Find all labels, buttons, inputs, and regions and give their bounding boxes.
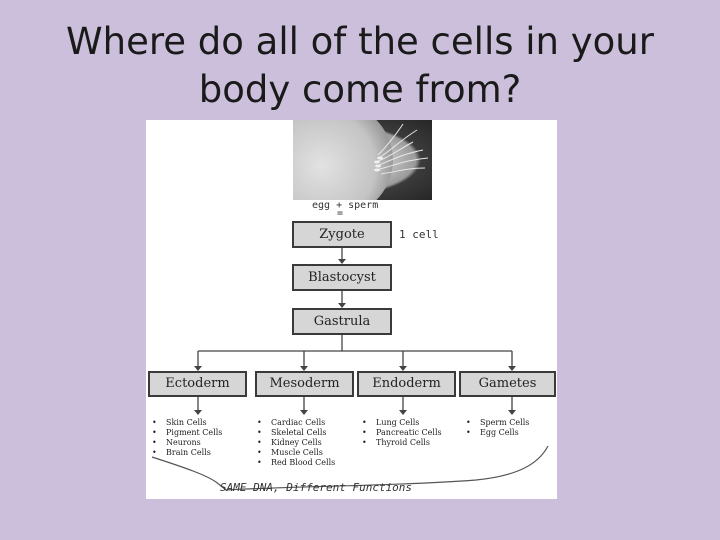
- list-item: Kidney Cells: [257, 438, 335, 448]
- list-item: Neurons: [152, 438, 222, 448]
- egg-sperm-photo: [293, 120, 432, 200]
- list-item: Egg Cells: [466, 428, 529, 438]
- gametes-label: Gametes: [478, 376, 537, 391]
- gametes-box: Gametes: [459, 371, 556, 397]
- ectoderm-cell-list: Skin Cells Pigment Cells Neurons Brain C…: [152, 418, 222, 458]
- blastocyst-box: Blastocyst: [292, 264, 392, 291]
- gastrula-label: Gastrula: [313, 314, 371, 329]
- cell-origin-diagram: egg + sperm =: [146, 120, 557, 499]
- photo-caption: egg + sperm: [312, 200, 379, 211]
- mesoderm-cell-list: Cardiac Cells Skeletal Cells Kidney Cell…: [257, 418, 335, 468]
- endoderm-label: Endoderm: [372, 376, 441, 391]
- sperm-image: [374, 123, 429, 175]
- gastrula-box: Gastrula: [292, 308, 392, 335]
- footer-note: SAME DNA, Different Functions: [220, 481, 413, 494]
- egg-image: [293, 120, 393, 200]
- mesoderm-box: Mesoderm: [255, 371, 354, 397]
- connector-lines: [151, 247, 549, 491]
- list-item: Red Blood Cells: [257, 458, 335, 468]
- blastocyst-label: Blastocyst: [308, 270, 376, 285]
- list-item: Brain Cells: [152, 448, 222, 458]
- list-item: Lung Cells: [362, 418, 442, 428]
- list-item: Cardiac Cells: [257, 418, 335, 428]
- list-item: Sperm Cells: [466, 418, 529, 428]
- list-item: Skeletal Cells: [257, 428, 335, 438]
- slide-title-line-2: body come from?: [198, 68, 522, 111]
- list-item: Thyroid Cells: [362, 438, 442, 448]
- equals-sign: =: [337, 208, 344, 219]
- list-item: Skin Cells: [152, 418, 222, 428]
- list-item: Muscle Cells: [257, 448, 335, 458]
- gametes-cell-list: Sperm Cells Egg Cells: [466, 418, 529, 438]
- zygote-note: 1 cell: [399, 228, 439, 241]
- list-item: Pigment Cells: [152, 428, 222, 438]
- list-item: Pancreatic Cells: [362, 428, 442, 438]
- zygote-label: Zygote: [319, 227, 365, 242]
- bracket-curve: [151, 445, 549, 491]
- zygote-box: Zygote: [292, 221, 392, 248]
- mesoderm-label: Mesoderm: [269, 376, 340, 391]
- endoderm-box: Endoderm: [357, 371, 456, 397]
- ectoderm-box: Ectoderm: [148, 371, 247, 397]
- endoderm-cell-list: Lung Cells Pancreatic Cells Thyroid Cell…: [362, 418, 442, 448]
- slide-title: Where do all of the cells in your body c…: [0, 18, 720, 114]
- slide-title-line-1: Where do all of the cells in your: [66, 20, 654, 63]
- ectoderm-label: Ectoderm: [165, 376, 230, 391]
